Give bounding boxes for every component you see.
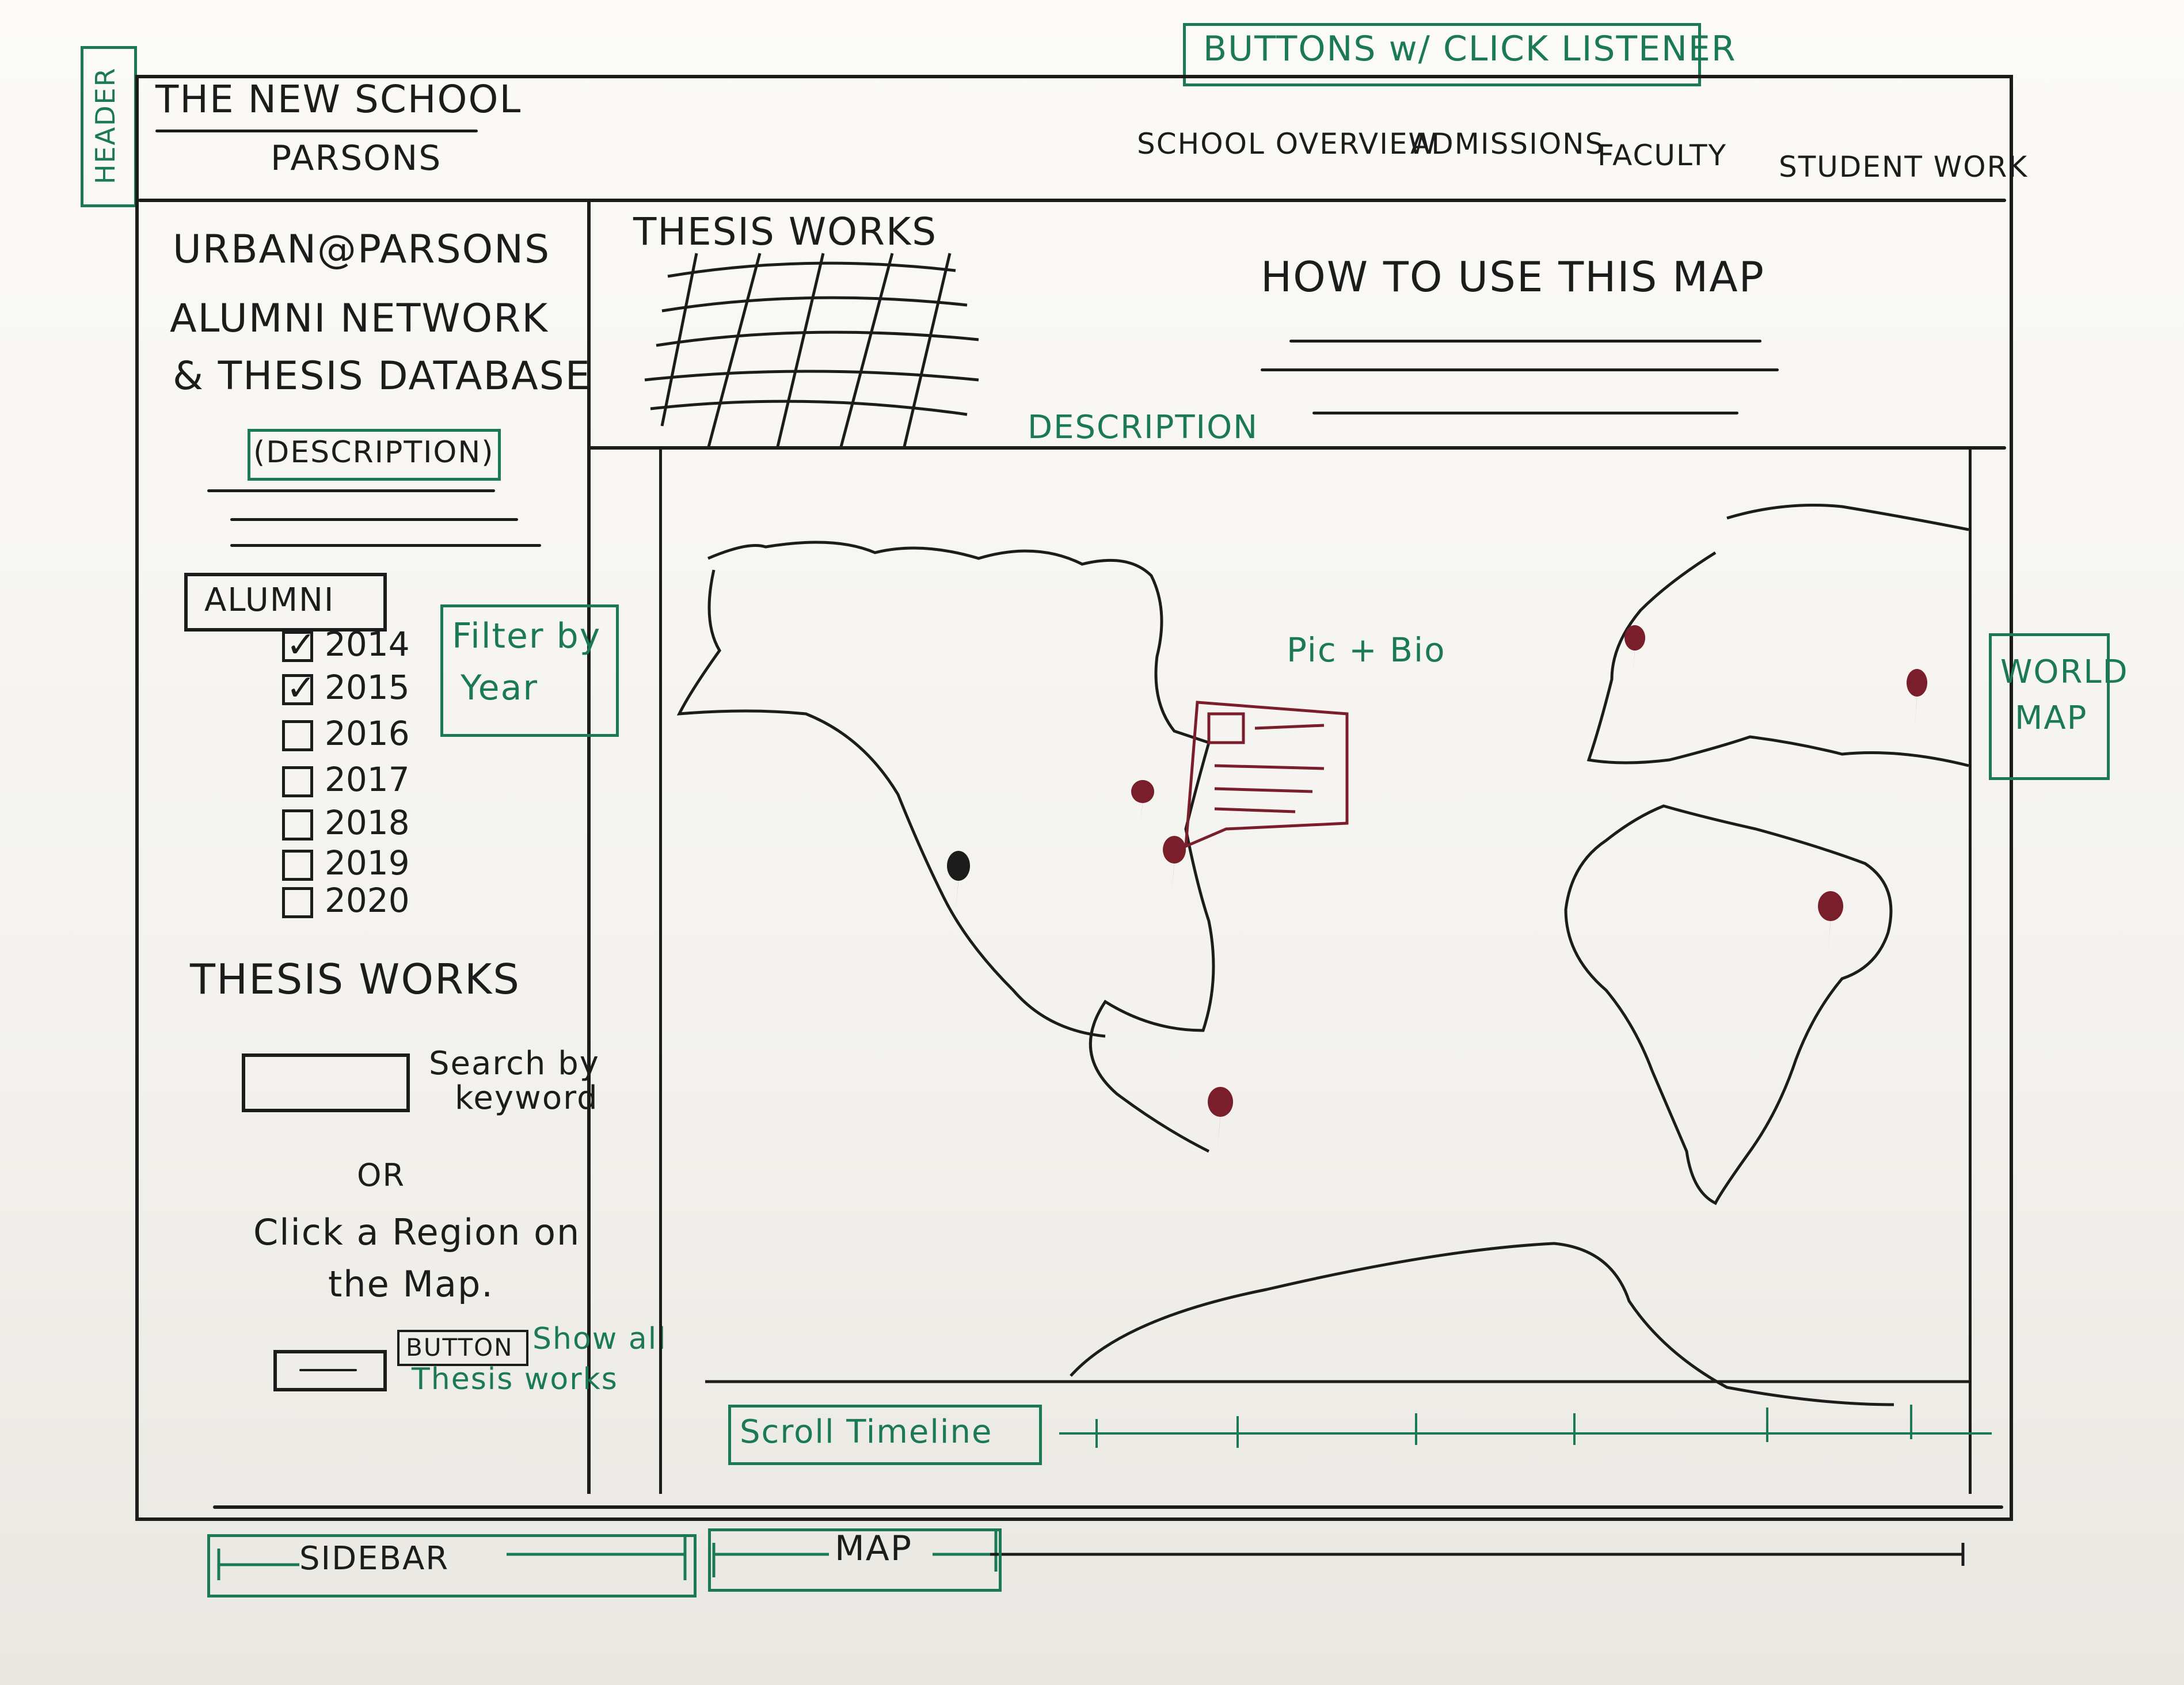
frame-bottom-line — [213, 1505, 2003, 1509]
nav-student-work[interactable]: STUDENT WORK — [1779, 150, 2029, 184]
search-label-2: keyword — [455, 1079, 599, 1117]
how-to-line-3 — [1312, 412, 1738, 414]
map-label: MAP — [835, 1528, 912, 1569]
description-line-1 — [207, 489, 495, 492]
map-pin-icon — [947, 851, 971, 910]
how-to-line-2 — [1261, 368, 1779, 371]
buttons-note-box — [1183, 23, 1701, 86]
checkbox-2018[interactable] — [282, 809, 313, 840]
year-label: 2020 — [325, 881, 410, 920]
year-option-2020[interactable]: 2020 — [282, 881, 410, 920]
year-label: 2014 — [325, 625, 410, 664]
filter-by-year-box — [440, 604, 619, 737]
pic-bio-card — [1184, 701, 1349, 849]
north-america-outline — [676, 541, 1215, 1153]
world-map-box — [1989, 633, 2110, 780]
pic-bio-label: Pic + Bio — [1287, 630, 1446, 670]
alumni-label: ALUMNI — [204, 581, 335, 619]
map-left-border — [659, 446, 662, 1494]
map-pin-icon — [1131, 780, 1155, 826]
map-pin-icon — [1624, 625, 1646, 674]
year-label: 2015 — [325, 668, 410, 707]
map-pin-icon — [1208, 1087, 1234, 1151]
world-map-line-1: WORLD — [2000, 653, 2129, 691]
layout-brackets — [217, 1531, 1965, 1580]
header-bottom-line — [138, 199, 2006, 202]
wireframe-frame — [135, 75, 2013, 1521]
sidebar-label: SIDEBAR — [299, 1540, 450, 1577]
checkbox-2020[interactable] — [282, 887, 313, 918]
description-tag-box — [248, 429, 501, 481]
eurasia-outline — [1586, 504, 1969, 767]
checkbox-2015[interactable] — [282, 667, 316, 709]
map-pin-icon — [1818, 891, 1844, 956]
sidebar-title-1: URBAN@PARSONS — [173, 227, 551, 272]
year-option-2016[interactable]: 2016 — [282, 714, 410, 753]
description-line-2 — [230, 518, 518, 521]
checkbox-2017[interactable] — [282, 766, 313, 797]
click-region-line-1: Click a Region on — [253, 1211, 581, 1253]
search-label-1: Search by — [429, 1045, 600, 1082]
thesis-works-title: THESIS WORKS — [633, 210, 938, 254]
top-section-divider — [587, 446, 2006, 450]
nav-admissions[interactable]: ADMISSIONS — [1410, 127, 1605, 161]
year-option-2018[interactable]: 2018 — [282, 803, 410, 842]
thesis-grid-sketch — [644, 253, 979, 450]
checkbox-2016[interactable] — [282, 720, 313, 751]
how-to-use-title: HOW TO USE THIS MAP — [1261, 253, 1765, 301]
map-label-box — [708, 1528, 1002, 1592]
scroll-timeline-label[interactable]: Scroll Timeline — [740, 1413, 993, 1451]
how-to-line-1 — [1289, 340, 1761, 343]
sidebar-description-label: (DESCRIPTION) — [253, 435, 494, 470]
sidebar-label-box — [207, 1534, 697, 1597]
africa-outline — [1564, 804, 1893, 1205]
year-label: 2019 — [325, 843, 410, 883]
year-option-2019[interactable]: 2019 — [282, 843, 410, 883]
nav-faculty[interactable]: FACULTY — [1597, 139, 1728, 172]
year-option-2015[interactable]: 2015 — [282, 667, 410, 709]
click-region-line-2: the Map. — [328, 1263, 494, 1305]
scroll-timeline-box — [728, 1405, 1042, 1465]
button-tag: BUTTON — [406, 1333, 513, 1361]
button-tag-box — [397, 1330, 528, 1366]
year-label: 2018 — [325, 803, 410, 842]
sidebar-thesis-heading: THESIS WORKS — [190, 955, 520, 1003]
year-option-2017[interactable]: 2017 — [282, 760, 410, 799]
checkbox-2019[interactable] — [282, 849, 313, 881]
checkbox-2014[interactable] — [282, 623, 316, 665]
map-pins — [947, 625, 1928, 1151]
map-right-border — [1969, 446, 1972, 1494]
filter-by-year-line-2: Year — [461, 668, 539, 708]
show-all-line-2: Thesis works — [412, 1362, 618, 1397]
show-all-button[interactable] — [273, 1350, 387, 1391]
description-line-3 — [230, 544, 541, 547]
map-pin-icon — [1907, 669, 1928, 728]
show-all-button-line — [299, 1369, 357, 1371]
scroll-timeline-track — [1059, 1405, 1992, 1448]
buttons-note: BUTTONS w/ CLICK LISTENER — [1203, 29, 1737, 69]
keyword-search-input[interactable] — [242, 1053, 410, 1112]
brand-line-1: THE NEW SCHOOL — [155, 77, 522, 121]
antarctica-outline — [1070, 1242, 1894, 1406]
show-all-line-1: Show all — [532, 1322, 667, 1356]
year-label: 2016 — [325, 714, 410, 753]
year-option-2014[interactable]: 2014 — [282, 623, 410, 665]
brand-line-2: PARSONS — [271, 138, 442, 178]
map-pin-icon — [1163, 836, 1186, 892]
world-map-line-2: MAP — [2015, 699, 2088, 737]
alumni-dropdown[interactable] — [184, 573, 387, 632]
nav-school-overview[interactable]: SCHOOL OVERVIEW — [1137, 127, 1438, 161]
filter-by-year-line-1: Filter by — [452, 616, 602, 656]
or-text: OR — [357, 1157, 406, 1193]
description-tag: DESCRIPTION — [1028, 409, 1259, 446]
year-label: 2017 — [325, 760, 410, 799]
brand-divider — [155, 130, 478, 132]
sidebar-title-3: & THESIS DATABASE — [173, 353, 591, 399]
sidebar-title-2: ALUMNI NETWORK — [170, 296, 549, 341]
sidebar-divider — [587, 199, 591, 1494]
